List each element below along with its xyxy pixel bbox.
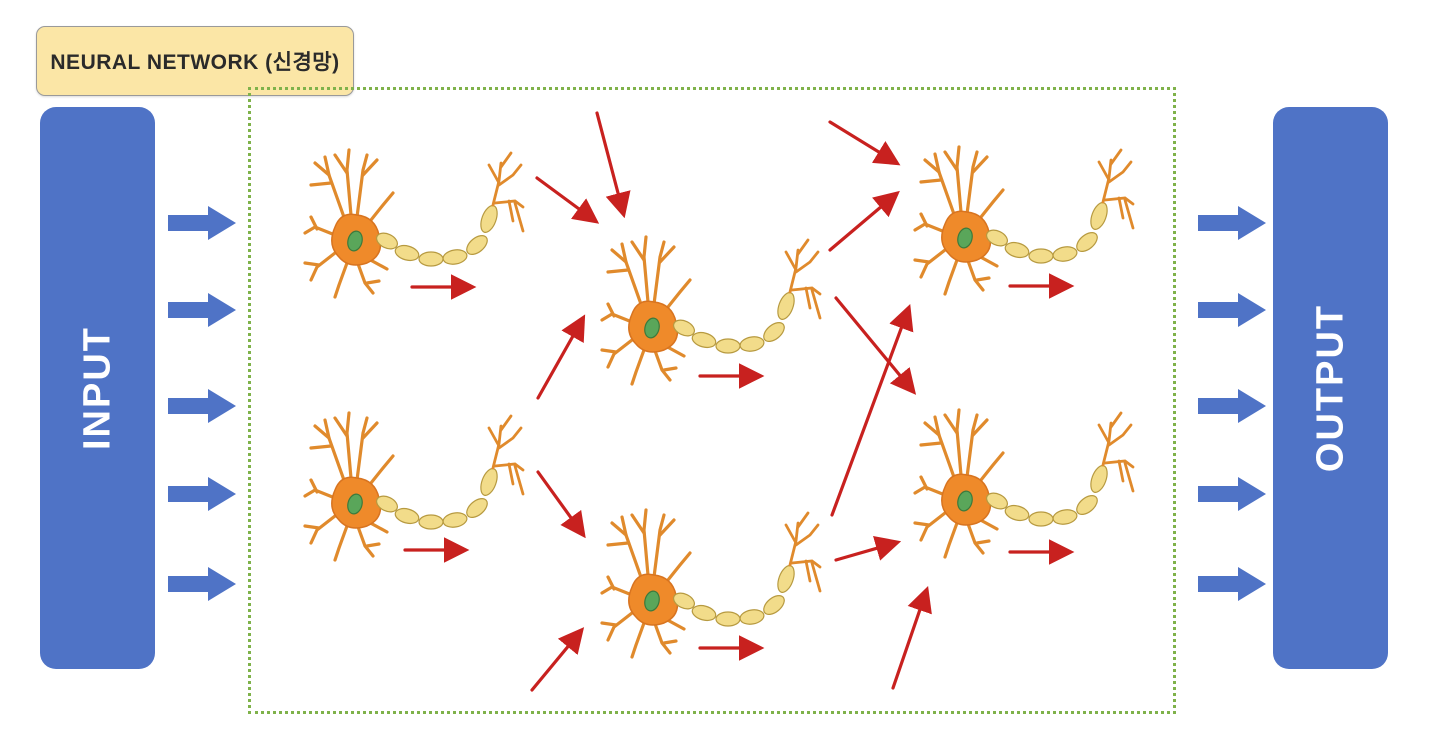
neuron-icon <box>913 408 1135 559</box>
neural-network-region <box>248 87 1176 714</box>
input-layer-box: INPUT <box>40 107 155 669</box>
neuron-icon <box>600 235 822 386</box>
output-arrows <box>1198 206 1266 601</box>
neuron-icon <box>600 508 822 659</box>
neuron-icon <box>303 148 525 299</box>
signal-arrows <box>403 111 1075 692</box>
input-arrows <box>168 206 236 601</box>
output-layer-box: OUTPUT <box>1273 107 1388 669</box>
neuron-icon <box>913 145 1135 296</box>
neuron-icon <box>303 411 525 562</box>
diagram-title: NEURAL NETWORK (신경망) <box>36 26 354 96</box>
